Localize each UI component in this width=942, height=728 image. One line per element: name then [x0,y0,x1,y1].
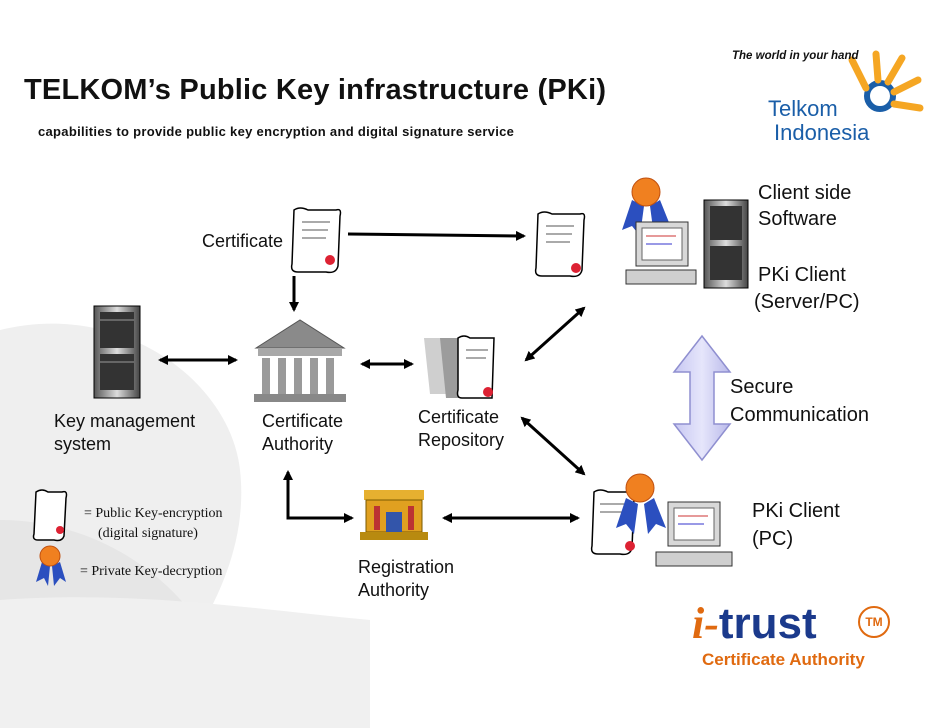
computer-icon [655,501,733,567]
medal-icon [616,473,666,534]
computer-icon [625,221,697,285]
telkom-logo-line1: Telkom [768,96,838,121]
tagline: The world in your hand [732,50,859,62]
key-management-label-line2: system [54,434,112,454]
legend-public-key-line2: (digital signature) [98,526,198,541]
certificate-scroll-icon [290,207,342,274]
trademark-badge: TM [858,606,890,638]
client-side-label-line2: Software [758,208,837,230]
legend-medal-icon [36,545,66,586]
certificate-authority-building-icon [254,319,346,402]
server-cabinet-icon [93,305,141,399]
pki-client-pc-label-line2: (PC) [752,528,794,550]
arrow-repository-bottom-client [520,416,586,476]
ca-label-line2: Authority [262,434,334,454]
page-subtitle: capabilities to provide public key encry… [38,124,515,139]
arrow-repository-top-client [524,306,586,362]
page-title: TELKOM’s Public Key infrastructure (PKi) [24,74,607,106]
itrust-logo-i: i- [692,599,719,648]
registration-authority-building-icon [360,490,428,540]
legend-certificate-icon [32,489,68,542]
secure-communication-label-line2: Communication [730,404,869,426]
certificate-repository-icon [424,335,495,399]
arrow-ca-ra [283,470,354,523]
background-swirl [0,323,370,728]
arrow-certificate-to-client [347,230,526,241]
pki-client-pc-label-line1: PKi Client [752,500,840,522]
client-side-label-line1: Client side [758,182,852,204]
ra-label-line1: Registration [358,557,455,577]
legend-private-key: = Private Key-decryption [80,564,223,579]
secure-communication-arrow [672,334,732,462]
pki-client-server-label-line2: (Server/PC) [754,291,860,313]
repository-label-line2: Repository [418,430,505,450]
itrust-logo-trust: trust [718,599,817,648]
telkom-logo-mark [848,50,924,112]
secure-communication-label-line1: Secure [730,376,794,398]
certificate-label: Certificate [202,231,284,251]
telkom-logo-line2: Indonesia [774,120,870,145]
ra-label-line2: Authority [358,580,430,600]
key-management-label-line1: Key management [54,411,196,431]
ca-label-line1: Certificate [262,411,344,431]
repository-label-line1: Certificate [418,407,500,427]
itrust-tagline: Certificate Authority [702,650,865,669]
itrust-logo: i-trust [692,598,817,649]
pki-client-server-label-line1: PKi Client [758,264,846,286]
certificate-scroll-icon [534,211,586,278]
server-cabinet-icon [703,199,749,289]
legend-public-key-line1: = Public Key-encryption [84,506,223,521]
